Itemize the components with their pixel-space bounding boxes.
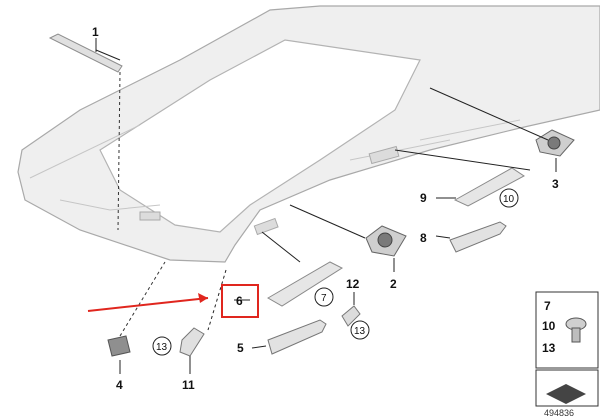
screw-icon [565,317,587,343]
legend-item-13: 13 [542,341,556,355]
svg-text:13: 13 [156,342,168,353]
callout-5: 5 [237,341,244,355]
fastener-legend: 7 10 13 [535,291,599,369]
part-9-bracket [453,167,525,207]
callout-9: 9 [420,191,427,205]
arrow-icon [546,384,586,404]
callout-8: 8 [420,231,427,245]
part-12-clip [341,305,361,327]
reference-box: 494836 [535,369,599,418]
part-5-grab-handle [267,319,327,355]
part-6-bracket [266,261,344,307]
part-2-speaker [365,225,407,257]
headliner-panel [17,5,600,263]
circled-callout-7: 7 [314,287,334,307]
part-8-grab-handle [449,221,507,253]
part-1-trim-strip [48,33,123,231]
part-11-cover [179,327,205,357]
callout-6: 6 [236,294,243,308]
leader-lines [95,38,557,374]
legend-item-7: 7 [544,299,551,313]
callout-2: 2 [390,277,397,291]
svg-text:10: 10 [503,194,515,205]
part-3-speaker [535,129,575,157]
legend-item-10: 10 [542,319,556,333]
highlight-arrow [87,293,209,312]
reference-number: 494836 [544,408,574,418]
callout-3: 3 [552,177,559,191]
svg-text:7: 7 [321,293,327,304]
highlight-box [221,284,259,318]
circled-callout-10: 10 [499,188,519,208]
svg-text:13: 13 [354,326,366,337]
callout-4: 4 [116,378,123,392]
part-4-clip [107,261,166,357]
callout-12: 12 [346,277,360,291]
callout-1: 1 [92,25,99,39]
circled-callout-13-right: 13 [350,320,370,340]
circled-callout-13-left: 13 [152,336,172,356]
callout-11: 11 [182,378,195,392]
